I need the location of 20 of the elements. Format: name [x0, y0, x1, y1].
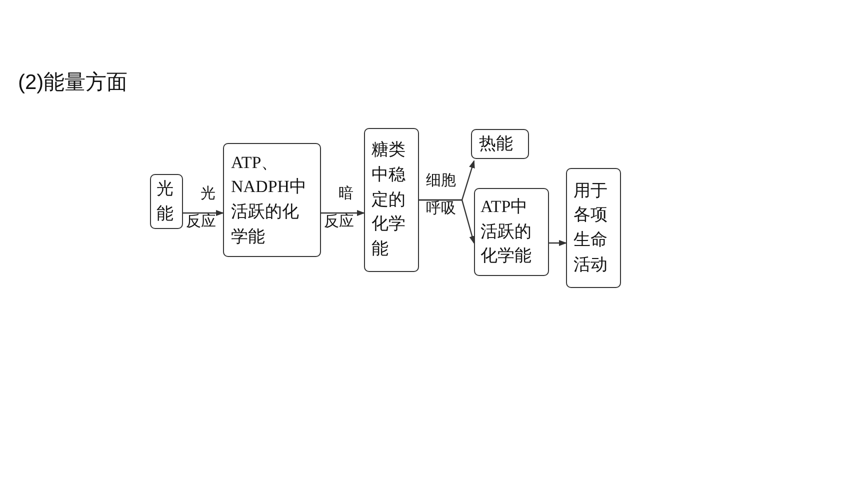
box-text: 热能 [479, 132, 514, 155]
process-box [364, 128, 419, 272]
box-text: 光能 [156, 178, 174, 224]
process-box [566, 168, 621, 288]
process-box [471, 129, 529, 159]
arrow [183, 210, 224, 216]
edge-label: 光反应 [186, 184, 216, 232]
process-box [223, 143, 321, 257]
process-box [474, 188, 549, 276]
box-text: ATP、NADPH中活跃的化学能 [231, 152, 308, 248]
box-text: 糖类中稳定的化学能 [372, 139, 406, 260]
arrow [549, 240, 567, 246]
arrow [321, 210, 365, 216]
box-text: 用于各项生命活动 [574, 180, 608, 276]
arrow [419, 199, 475, 244]
edge-label: 细胞呼吸 [426, 172, 456, 219]
title: (2)能量方面 [18, 70, 128, 96]
edge-label: 暗反应 [324, 184, 354, 232]
process-box [150, 174, 183, 229]
box-text: ATP中活跃的化学能 [480, 196, 532, 268]
